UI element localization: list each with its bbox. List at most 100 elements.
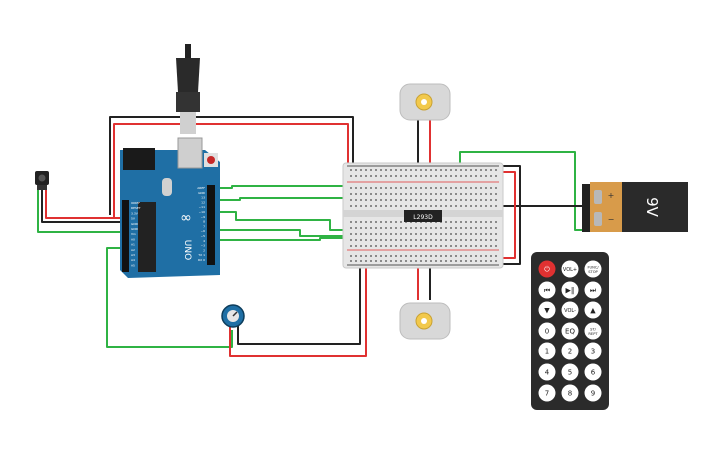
remote-button-three[interactable]: 3 <box>584 342 602 360</box>
breadboard-hole[interactable] <box>400 245 402 247</box>
breadboard-hole[interactable] <box>460 169 462 171</box>
breadboard-hole[interactable] <box>385 239 387 241</box>
breadboard-hole[interactable] <box>480 205 482 207</box>
breadboard-hole[interactable] <box>475 255 477 257</box>
breadboard-hole[interactable] <box>465 255 467 257</box>
breadboard-hole[interactable] <box>425 245 427 247</box>
breadboard-hole[interactable] <box>435 187 437 189</box>
breadboard-hole[interactable] <box>455 227 457 229</box>
breadboard-hole[interactable] <box>355 193 357 195</box>
breadboard-hole[interactable] <box>360 233 362 235</box>
breadboard-hole[interactable] <box>380 245 382 247</box>
breadboard-hole[interactable] <box>435 260 437 262</box>
breadboard-hole[interactable] <box>435 193 437 195</box>
breadboard-hole[interactable] <box>475 233 477 235</box>
breadboard-hole[interactable] <box>395 227 397 229</box>
breadboard-hole[interactable] <box>460 255 462 257</box>
breadboard-hole[interactable] <box>490 199 492 201</box>
remote-button-face[interactable] <box>584 301 602 319</box>
breadboard-hole[interactable] <box>425 255 427 257</box>
breadboard-hole[interactable] <box>350 245 352 247</box>
breadboard-hole[interactable] <box>470 221 472 223</box>
breadboard-hole[interactable] <box>465 205 467 207</box>
breadboard-hole[interactable] <box>430 245 432 247</box>
breadboard-hole[interactable] <box>430 227 432 229</box>
breadboard-hole[interactable] <box>375 221 377 223</box>
breadboard-hole[interactable] <box>445 227 447 229</box>
breadboard-hole[interactable] <box>465 245 467 247</box>
breadboard-hole[interactable] <box>460 199 462 201</box>
remote-button-face[interactable] <box>561 301 579 319</box>
breadboard-hole[interactable] <box>405 245 407 247</box>
breadboard-hole[interactable] <box>405 169 407 171</box>
breadboard-hole[interactable] <box>485 245 487 247</box>
breadboard-hole[interactable] <box>440 169 442 171</box>
breadboard-hole[interactable] <box>370 175 372 177</box>
dc-motor-bottom[interactable] <box>399 302 451 340</box>
breadboard-hole[interactable] <box>420 187 422 189</box>
breadboard-hole[interactable] <box>380 193 382 195</box>
breadboard-hole[interactable] <box>395 233 397 235</box>
reset-button[interactable] <box>207 156 215 164</box>
breadboard-hole[interactable] <box>385 187 387 189</box>
breadboard-hole[interactable] <box>350 239 352 241</box>
breadboard-hole[interactable] <box>430 233 432 235</box>
remote-button-face[interactable] <box>584 342 602 360</box>
breadboard-hole[interactable] <box>415 169 417 171</box>
breadboard-hole[interactable] <box>455 239 457 241</box>
breadboard-hole[interactable] <box>435 175 437 177</box>
breadboard-hole[interactable] <box>385 199 387 201</box>
breadboard-hole[interactable] <box>480 239 482 241</box>
wire-black-pot[interactable] <box>237 262 361 345</box>
remote-button-vol-up[interactable]: VOL+ <box>561 260 579 278</box>
breadboard-hole[interactable] <box>490 187 492 189</box>
breadboard-hole[interactable] <box>485 205 487 207</box>
breadboard-hole[interactable] <box>450 175 452 177</box>
breadboard-hole[interactable] <box>380 187 382 189</box>
breadboard-hole[interactable] <box>435 199 437 201</box>
breadboard-hole[interactable] <box>375 245 377 247</box>
breadboard-hole[interactable] <box>490 175 492 177</box>
breadboard-hole[interactable] <box>370 193 372 195</box>
breadboard-hole[interactable] <box>385 260 387 262</box>
breadboard-hole[interactable] <box>460 260 462 262</box>
breadboard-hole[interactable] <box>355 245 357 247</box>
remote-button-next[interactable]: ⏭ <box>584 281 602 299</box>
breadboard-hole[interactable] <box>480 233 482 235</box>
wire-green-pot[interactable] <box>106 247 233 348</box>
breadboard-hole[interactable] <box>475 221 477 223</box>
breadboard-hole[interactable] <box>445 255 447 257</box>
breadboard-hole[interactable] <box>470 205 472 207</box>
breadboard-hole[interactable] <box>405 175 407 177</box>
breadboard-hole[interactable] <box>475 205 477 207</box>
breadboard-hole[interactable] <box>355 199 357 201</box>
breadboard-hole[interactable] <box>455 233 457 235</box>
breadboard-hole[interactable] <box>460 205 462 207</box>
breadboard-hole[interactable] <box>470 169 472 171</box>
breadboard-hole[interactable] <box>410 175 412 177</box>
wire-black-rail-right[interactable] <box>497 165 521 265</box>
breadboard-hole[interactable] <box>390 175 392 177</box>
breadboard-hole[interactable] <box>440 175 442 177</box>
breadboard-hole[interactable] <box>455 205 457 207</box>
breadboard-hole[interactable] <box>470 260 472 262</box>
breadboard-hole[interactable] <box>465 187 467 189</box>
breadboard-hole[interactable] <box>495 187 497 189</box>
breadboard-hole[interactable] <box>495 260 497 262</box>
breadboard-hole[interactable] <box>430 260 432 262</box>
breadboard-hole[interactable] <box>460 233 462 235</box>
breadboard-hole[interactable] <box>405 193 407 195</box>
breadboard-hole[interactable] <box>420 255 422 257</box>
breadboard-hole[interactable] <box>415 175 417 177</box>
breadboard-hole[interactable] <box>380 169 382 171</box>
breadboard-hole[interactable] <box>395 187 397 189</box>
wire-ir-green[interactable] <box>37 190 122 233</box>
breadboard-hole[interactable] <box>365 239 367 241</box>
remote-button-nine[interactable]: 9 <box>584 384 602 402</box>
breadboard-hole[interactable] <box>415 193 417 195</box>
breadboard-hole[interactable] <box>470 227 472 229</box>
breadboard-hole[interactable] <box>375 193 377 195</box>
wire-black-top[interactable] <box>109 116 354 215</box>
breadboard-hole[interactable] <box>485 255 487 257</box>
